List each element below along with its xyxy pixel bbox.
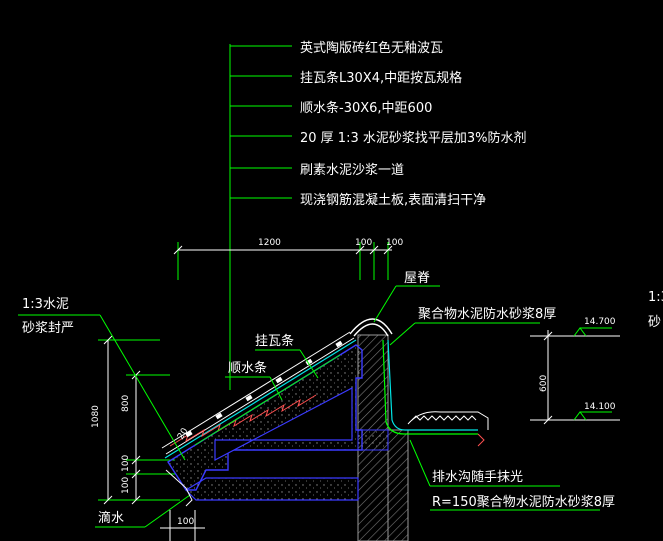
note-line-2: 挂瓦条L30X4,中距按瓦规格 [300,70,462,86]
dim-100-a: 100 [355,238,372,248]
label-mortar-seal-1: 1:3水泥 [22,297,69,312]
annotation-leaders [18,285,600,528]
label-ridge-waterproof: 聚合物水泥防水砂浆8厚 [418,306,556,322]
label-gutter-1: 排水沟随手抹光 [432,470,523,485]
notes-text: 英式陶版砖红色无釉波瓦 挂瓦条L30X4,中距按瓦规格 顺水条-30X6,中距6… [300,40,527,208]
note-line-3: 顺水条-30X6,中距600 [300,100,432,116]
left-dimension [98,335,180,505]
dim-600: 600 [539,375,549,392]
elevation-top: 14.700 [584,317,616,327]
top-dimension [173,242,393,280]
bottom-dimension [160,510,205,541]
annotation-labels: 1:3水泥 砂浆封严 屋脊 聚合物水泥防水砂浆8厚 挂瓦条 顺水条 滴水 排水沟… [22,271,663,526]
label-right-cut-1: 1:3 [648,290,663,305]
note-line-5: 刷素水泥沙浆一道 [300,163,404,178]
dim-100-bottom: 100 [177,517,194,527]
note-line-6: 现浇钢筋混凝土板,表面清扫干净 [300,192,486,208]
waterproof-layer [164,339,478,459]
elevation-bottom: 14.100 [584,402,616,412]
drip-edge [165,469,193,507]
dim-1080: 1080 [91,405,101,428]
elevation-markers [530,327,620,425]
note-line-1: 英式陶版砖红色无釉波瓦 [300,40,443,56]
dim-100-left-a: 100 [121,455,131,472]
dim-800: 800 [121,395,131,412]
concrete-slab [167,344,389,501]
label-right-cut-2: 砂 [648,315,661,330]
roof-tiles [161,331,355,455]
tile-battens [185,340,343,438]
label-counter-batten: 顺水条 [228,360,267,376]
dim-1200: 1200 [258,238,281,248]
dim-100-left-b: 100 [121,477,131,494]
dim-100-b: 100 [386,238,403,248]
gutter [407,411,489,447]
note-line-4: 20 厚 1:3 水泥砂浆找平层加3%防水剂 [300,130,527,146]
label-gutter-2: R=150聚合物水泥防水砂浆8厚 [432,494,615,510]
label-ridge: 屋脊 [404,271,430,286]
label-tile-batten: 挂瓦条 [255,333,294,349]
notes-leader [229,44,292,390]
label-mortar-seal-2: 砂浆封严 [22,321,74,336]
label-drip: 滴水 [98,510,124,526]
ridge-tile [349,318,393,337]
